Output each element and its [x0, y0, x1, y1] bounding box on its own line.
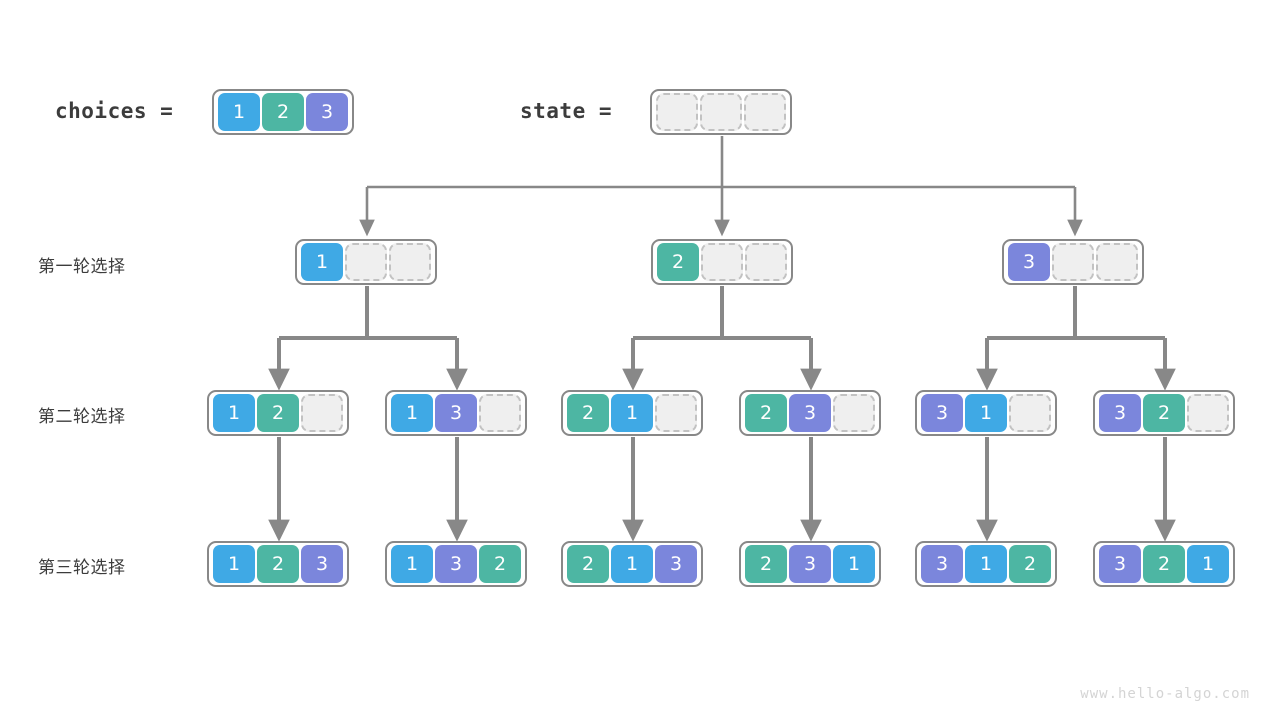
- state-array: [650, 89, 792, 135]
- connector-round1-1-to-round2: [268, 286, 468, 391]
- array-cell-filled: 3: [306, 93, 348, 131]
- array-cell-empty: [701, 243, 743, 281]
- array-cell-filled: 1: [1187, 545, 1229, 583]
- connector-state-to-round1: [359, 136, 1083, 237]
- array-cell-empty: [700, 93, 742, 131]
- array-cell-filled: 3: [921, 394, 963, 432]
- array-cell-filled: 1: [611, 545, 653, 583]
- array-cell-filled: 1: [218, 93, 260, 131]
- state-label: state =: [520, 99, 613, 123]
- array-cell-filled: 3: [789, 394, 831, 432]
- array-cell-filled: 1: [965, 394, 1007, 432]
- array-cell-filled: 1: [213, 545, 255, 583]
- row-label-round-3: 第三轮选择: [38, 558, 126, 578]
- array-cell-empty: [833, 394, 875, 432]
- row-label-round-2: 第二轮选择: [38, 407, 126, 427]
- array-cell-empty: [345, 243, 387, 281]
- array-cell-filled: 2: [1009, 545, 1051, 583]
- array-cell-filled: 2: [745, 394, 787, 432]
- row-label-round-1: 第一轮选择: [38, 257, 126, 277]
- array-cell-filled: 1: [611, 394, 653, 432]
- array-cell-filled: 3: [789, 545, 831, 583]
- round1-array-3: 3: [1002, 239, 1144, 285]
- array-cell-filled: 2: [1143, 545, 1185, 583]
- array-cell-filled: 1: [391, 545, 433, 583]
- array-cell-empty: [301, 394, 343, 432]
- array-cell-filled: 2: [745, 545, 787, 583]
- array-cell-filled: 3: [1099, 394, 1141, 432]
- array-cell-filled: 3: [655, 545, 697, 583]
- watermark: www.hello-algo.com: [1080, 686, 1250, 702]
- connector-round2-to-round3: [268, 437, 1176, 542]
- array-cell-filled: 3: [921, 545, 963, 583]
- array-cell-empty: [479, 394, 521, 432]
- array-cell-filled: 2: [567, 545, 609, 583]
- array-cell-empty: [1052, 243, 1094, 281]
- array-cell-empty: [744, 93, 786, 131]
- array-cell-filled: 3: [1008, 243, 1050, 281]
- array-cell-filled: 2: [567, 394, 609, 432]
- array-cell-filled: 3: [301, 545, 343, 583]
- array-cell-empty: [1187, 394, 1229, 432]
- array-cell-filled: 1: [965, 545, 1007, 583]
- array-cell-empty: [745, 243, 787, 281]
- round1-array-2: 2: [651, 239, 793, 285]
- array-cell-filled: 3: [435, 394, 477, 432]
- round1-array-1: 1: [295, 239, 437, 285]
- array-cell-filled: 2: [1143, 394, 1185, 432]
- array-cell-filled: 2: [262, 93, 304, 131]
- array-cell-filled: 2: [257, 394, 299, 432]
- choices-label: choices =: [55, 99, 174, 123]
- array-cell-filled: 1: [213, 394, 255, 432]
- array-cell-filled: 2: [479, 545, 521, 583]
- array-cell-filled: 3: [435, 545, 477, 583]
- array-cell-empty: [389, 243, 431, 281]
- connector-round1-2-to-round2: [622, 286, 822, 391]
- connector-round1-3-to-round2: [976, 286, 1176, 391]
- array-cell-filled: 2: [657, 243, 699, 281]
- array-cell-filled: 2: [257, 545, 299, 583]
- array-cell-empty: [656, 93, 698, 131]
- array-cell-empty: [1096, 243, 1138, 281]
- array-cell-filled: 1: [391, 394, 433, 432]
- array-cell-empty: [1009, 394, 1051, 432]
- array-cell-filled: 1: [833, 545, 875, 583]
- array-cell-filled: 3: [1099, 545, 1141, 583]
- array-cell-empty: [655, 394, 697, 432]
- array-cell-filled: 1: [301, 243, 343, 281]
